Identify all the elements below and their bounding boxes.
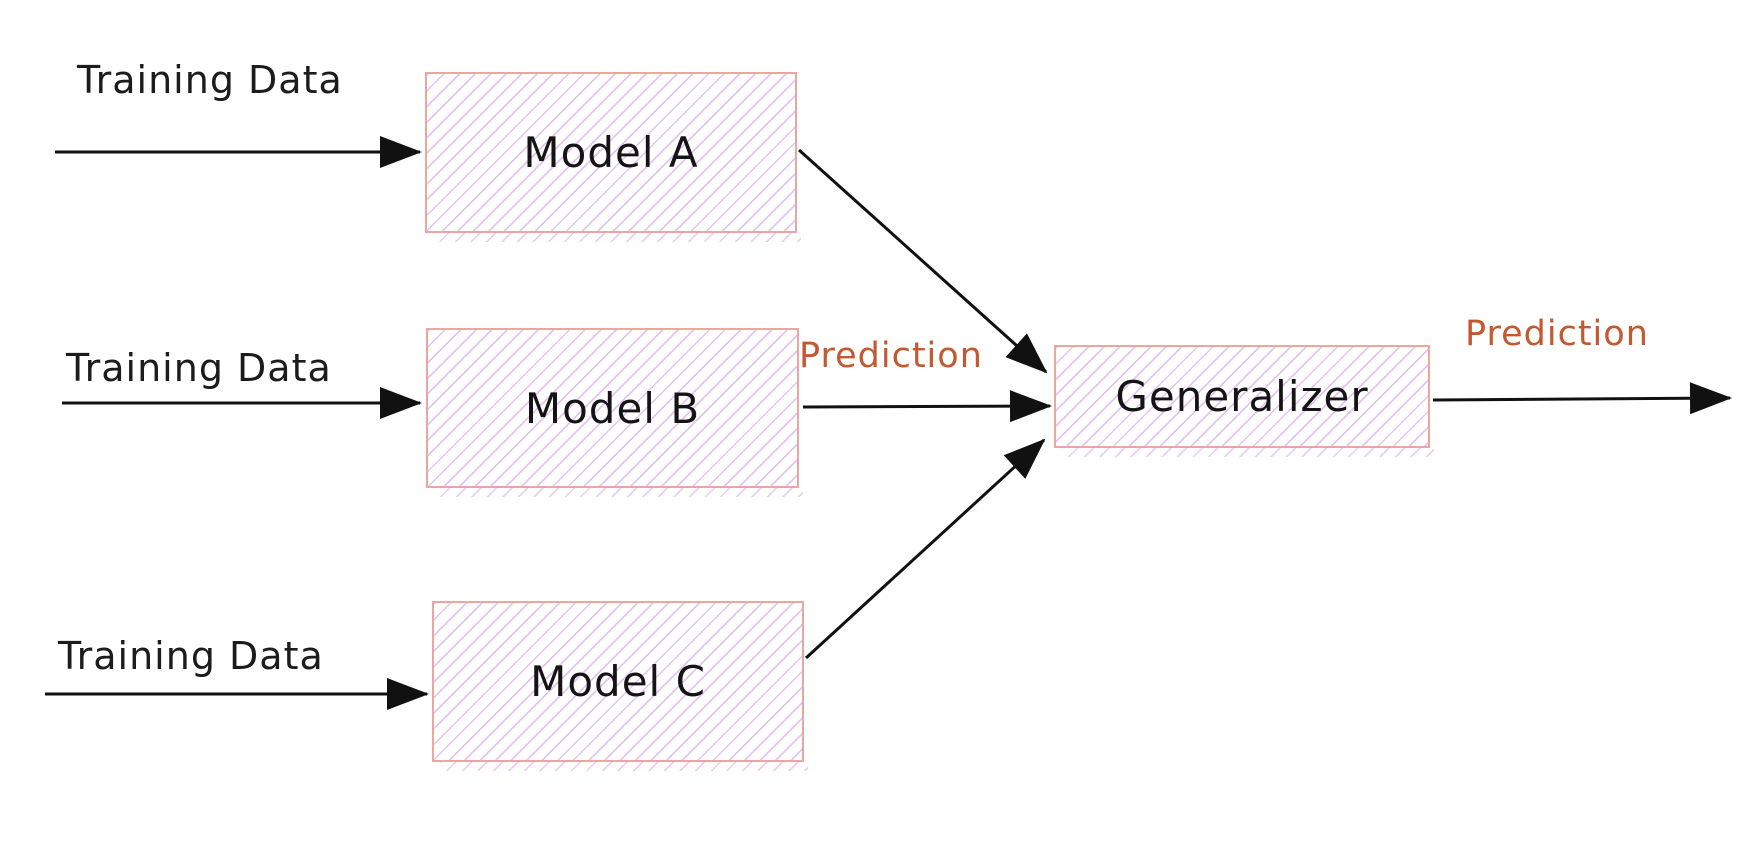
node-model-b: Model B: [426, 328, 803, 497]
edge-label-prediction-models: Prediction: [799, 336, 983, 376]
edge-label-training-data-c: Training Data: [58, 634, 324, 678]
node-model-c: Model C: [432, 601, 808, 771]
node-model-a: Model A: [425, 72, 801, 242]
edge-label-prediction-output: Prediction: [1465, 314, 1649, 354]
arrow-generalizer-output: [1432, 382, 1732, 415]
node-generalizer-label: Generalizer: [1115, 372, 1369, 421]
arrow-model-c-to-generalizer: [804, 438, 1046, 660]
node-model-a-label: Model A: [523, 128, 699, 177]
node-generalizer: Generalizer: [1054, 345, 1434, 457]
edge-label-training-data-a: Training Data: [77, 58, 343, 102]
node-model-b-label: Model B: [524, 383, 701, 433]
node-model-c-label: Model C: [530, 657, 706, 706]
edge-label-training-data-b: Training Data: [66, 346, 332, 390]
arrow-model-b-to-generalizer: [802, 390, 1052, 423]
